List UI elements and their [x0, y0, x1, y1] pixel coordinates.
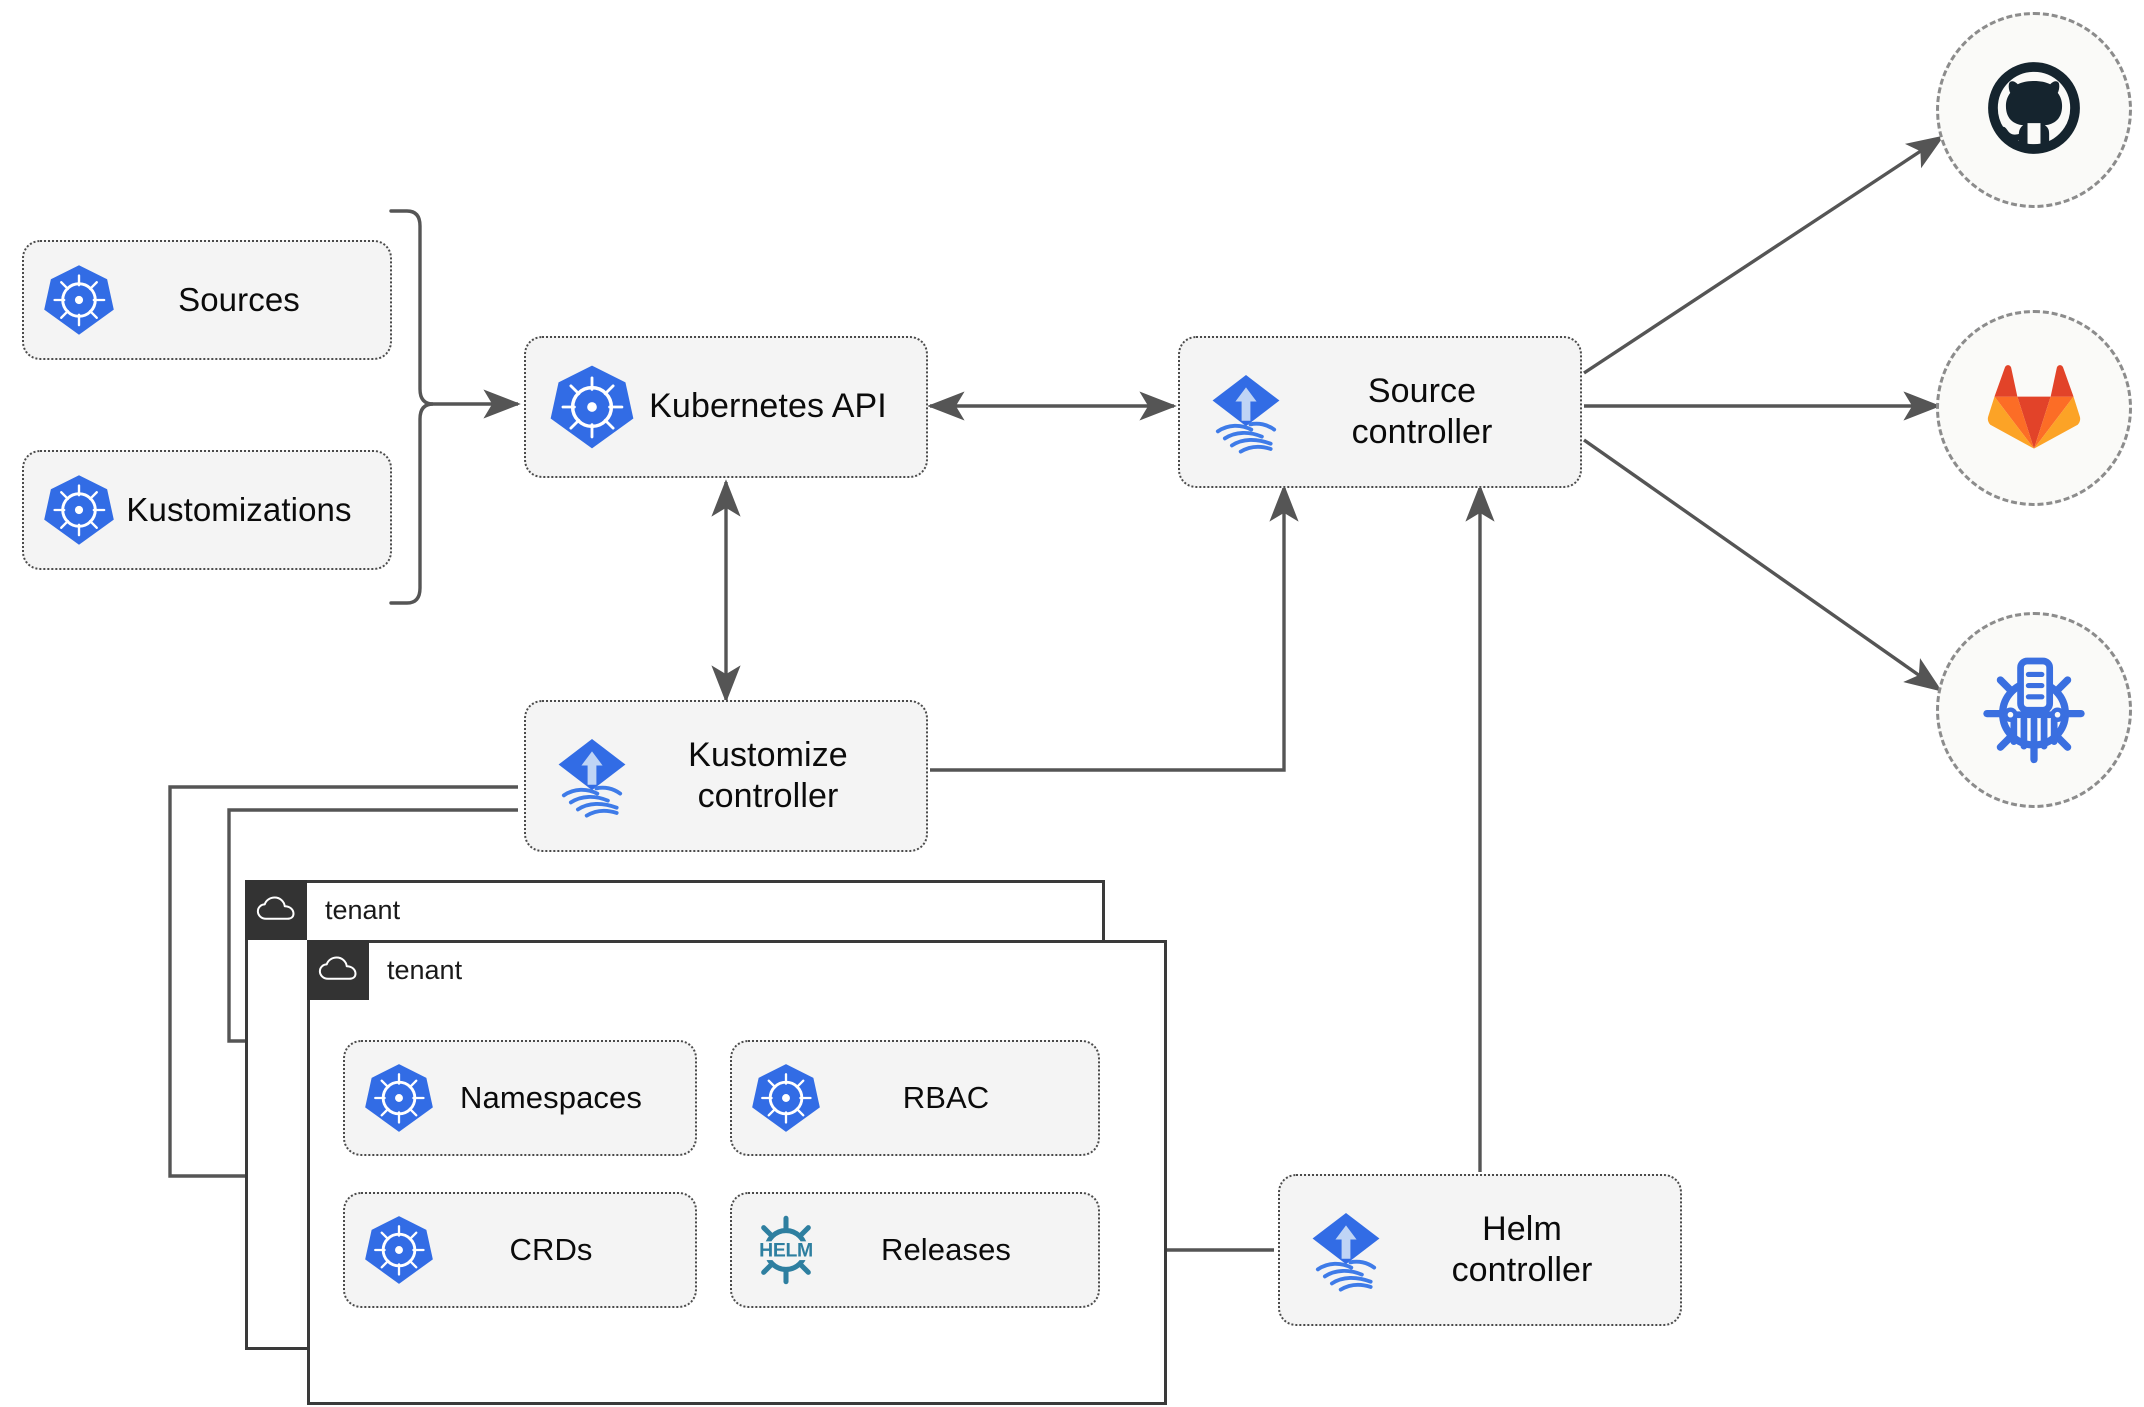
endpoint-gitlab[interactable] — [1936, 310, 2132, 506]
resource-label: Kustomizations — [126, 490, 352, 528]
node-kubernetes-api[interactable]: Kubernetes API — [524, 336, 928, 478]
flux-icon — [548, 732, 636, 820]
kubernetes-icon — [750, 1062, 822, 1134]
cloud-icon — [245, 880, 307, 940]
endpoint-helm-repository[interactable] — [1936, 612, 2132, 808]
kubernetes-icon — [42, 263, 116, 337]
node-label: Kustomize controller — [688, 735, 848, 815]
node-source-controller[interactable]: Source controller — [1178, 336, 1582, 488]
flux-icon — [1302, 1206, 1390, 1294]
tenant-tab-outer: tenant — [245, 880, 400, 940]
kubernetes-icon — [363, 1062, 435, 1134]
tenant-resource-namespaces[interactable]: Namespaces — [343, 1040, 697, 1156]
tenant-resource-label: Releases — [880, 1232, 1012, 1268]
tenant-container-inner[interactable]: tenant — [307, 940, 1167, 1405]
kubernetes-icon — [548, 363, 636, 451]
tenant-label: tenant — [387, 954, 463, 985]
wire-kustomize-controller-to-source-controller — [930, 484, 1299, 772]
wire-resources-bracket — [389, 209, 434, 605]
cloud-icon — [307, 940, 369, 1000]
node-label: Kubernetes API — [649, 387, 887, 426]
wire-source-controller-to-github — [1583, 135, 1945, 375]
helm-icon: HELM — [750, 1214, 822, 1286]
resource-label: Sources — [178, 280, 300, 318]
helm-repository-icon — [1978, 652, 2090, 769]
resource-node-kustomizations[interactable]: Kustomizations — [22, 450, 392, 570]
resource-node-sources[interactable]: Sources — [22, 240, 392, 360]
tenant-resource-label: CRDs — [509, 1232, 593, 1268]
kubernetes-icon — [363, 1214, 435, 1286]
tenant-tab-inner: tenant — [307, 940, 462, 1000]
node-kustomize-controller[interactable]: Kustomize controller — [524, 700, 928, 852]
gitlab-icon — [1982, 359, 2086, 458]
tenant-resource-label: Namespaces — [460, 1080, 642, 1116]
kubernetes-icon — [42, 473, 116, 547]
tenant-resource-crds[interactable]: CRDs — [343, 1192, 697, 1308]
flux-icon — [1202, 368, 1290, 456]
tenant-resource-rbac[interactable]: RBAC — [730, 1040, 1100, 1156]
node-helm-controller[interactable]: Helm controller — [1278, 1174, 1682, 1326]
tenant-resource-releases[interactable]: HELM Releases — [730, 1192, 1100, 1308]
tenant-label: tenant — [325, 894, 401, 925]
svg-text:HELM: HELM — [759, 1239, 813, 1261]
node-label: Source controller — [1351, 371, 1493, 451]
endpoint-github[interactable] — [1936, 12, 2132, 208]
node-label: Helm controller — [1451, 1209, 1593, 1289]
github-icon — [1980, 54, 2088, 167]
tenant-resource-label: RBAC — [902, 1080, 990, 1116]
wire-source-controller-to-helm-repository — [1583, 438, 1943, 692]
